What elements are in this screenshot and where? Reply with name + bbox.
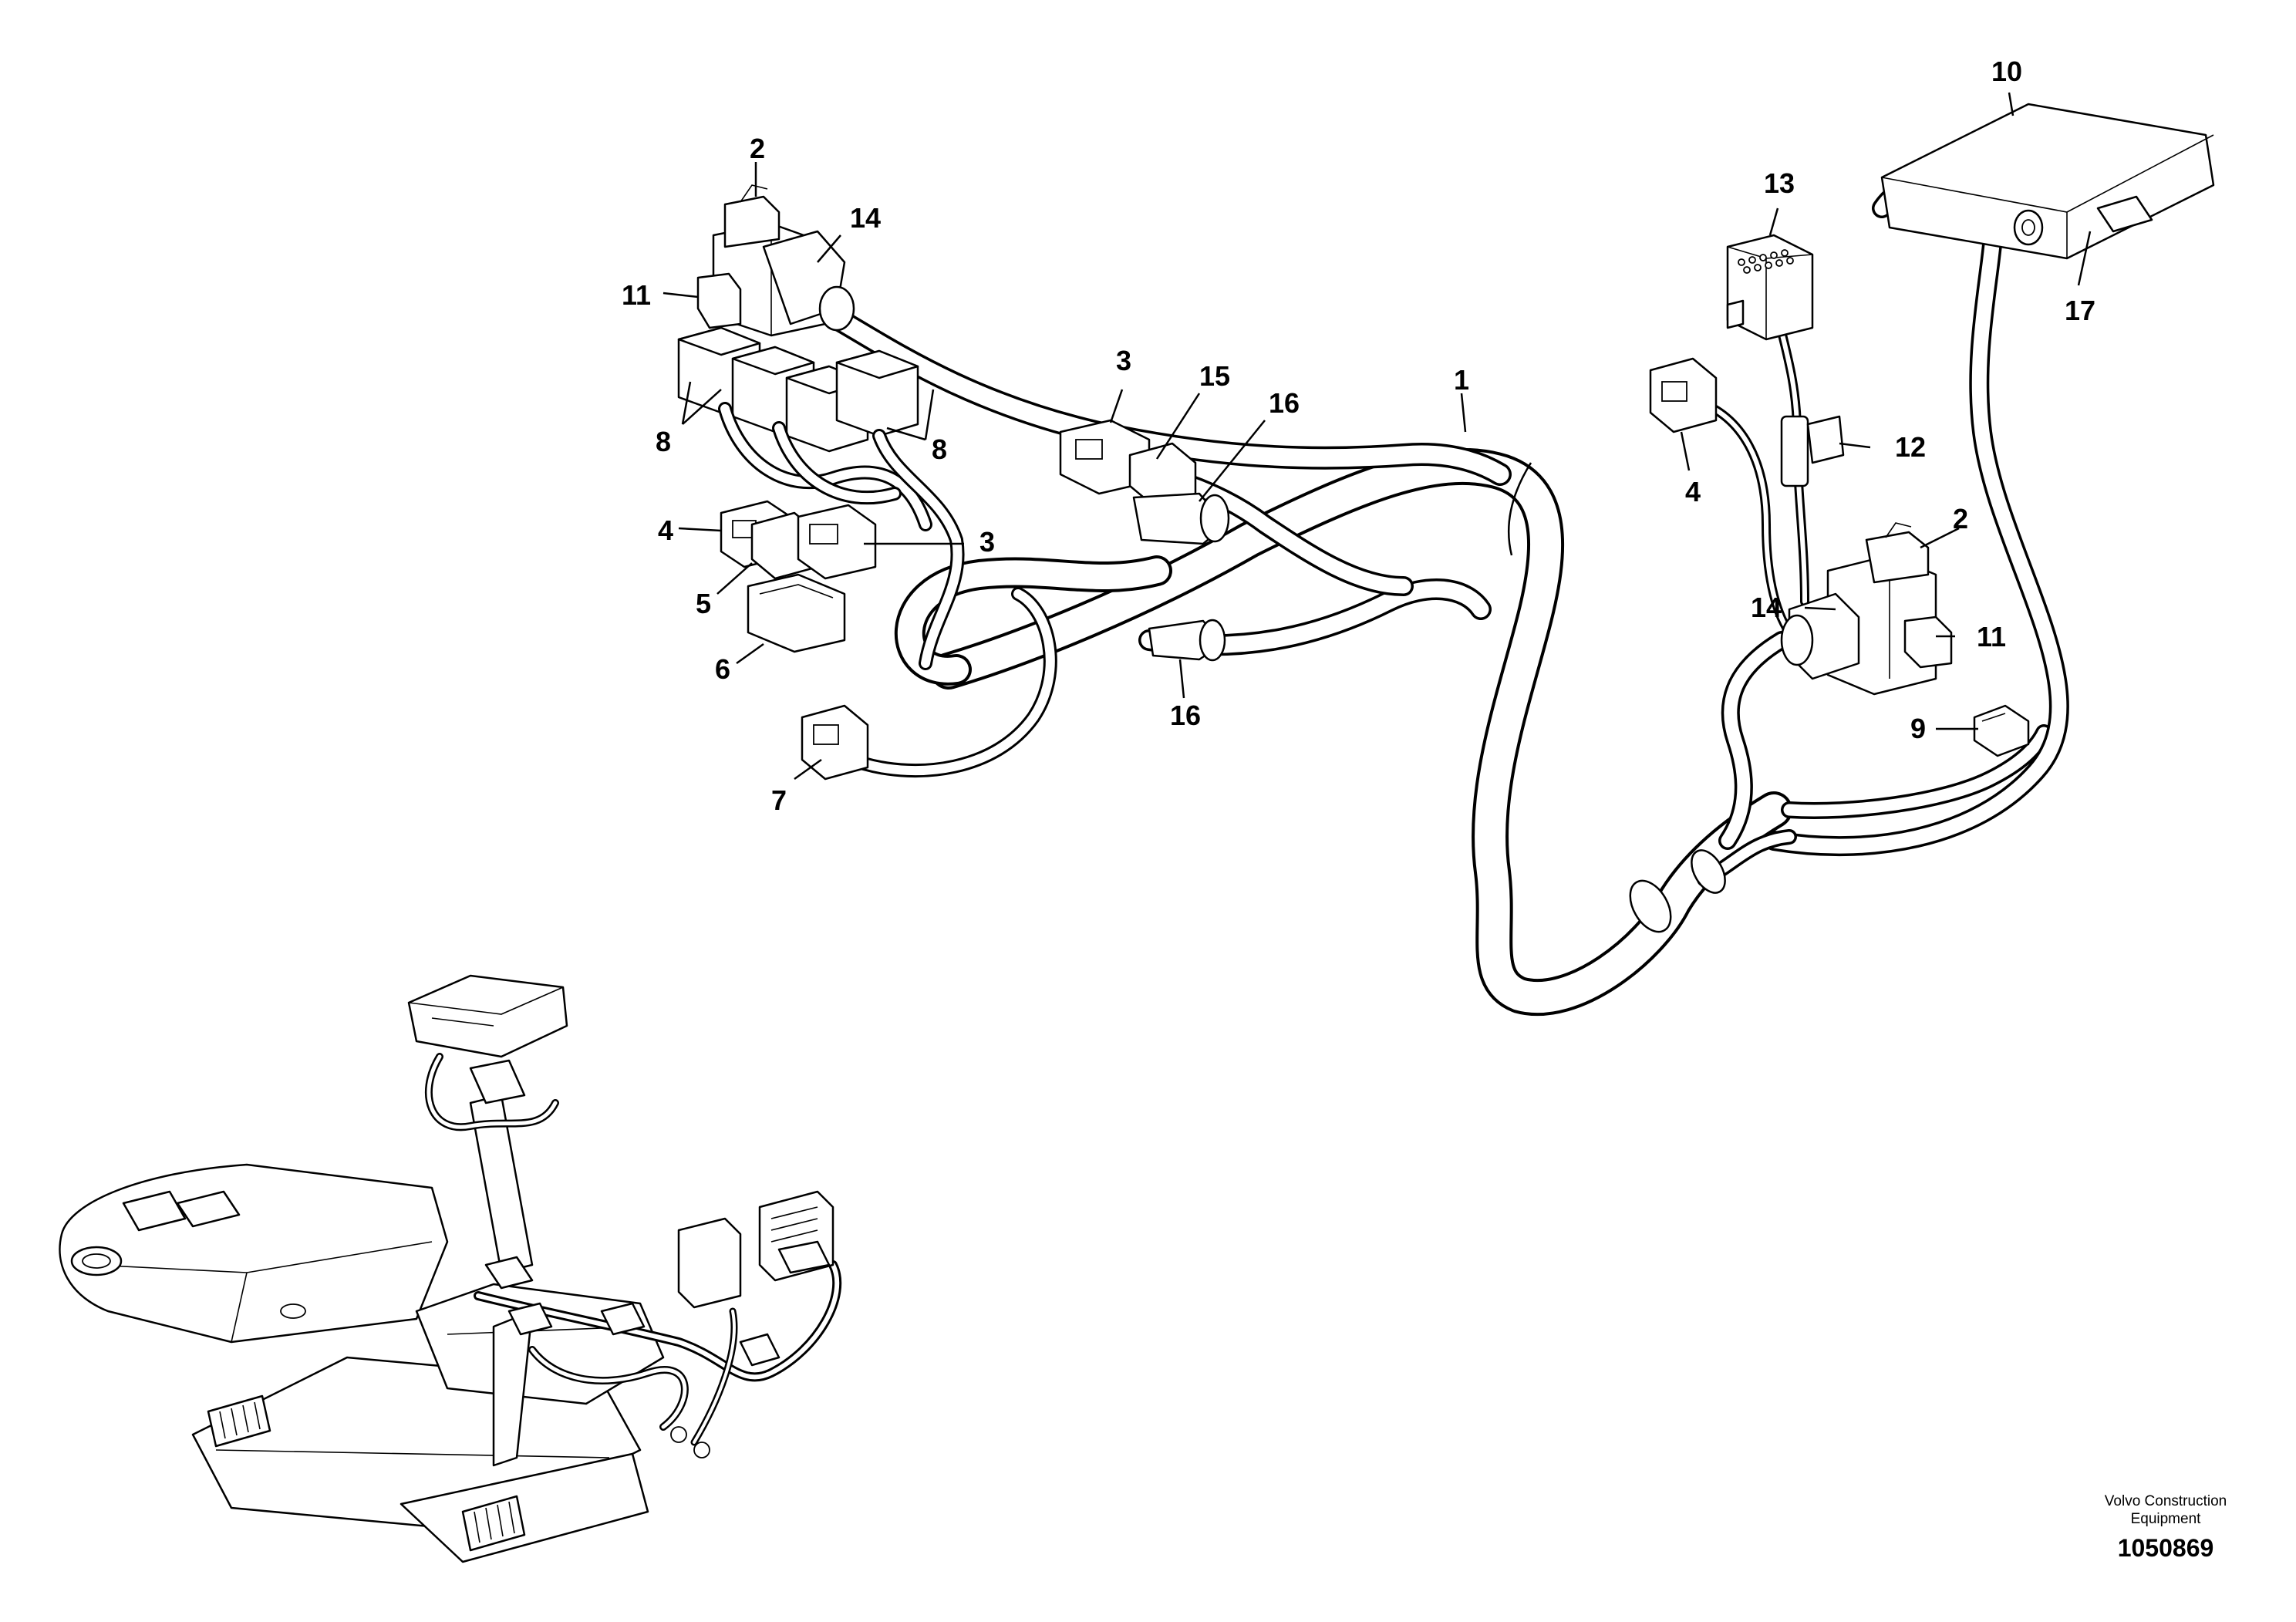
connector-12 (1780, 415, 1845, 487)
callout-1: 1 (1454, 364, 1469, 396)
connector-3-left (797, 504, 877, 580)
vent-left (207, 1394, 271, 1448)
callout-16-upper: 16 (1269, 387, 1300, 419)
callout-14-left: 14 (850, 202, 881, 234)
connector-16-upper (1132, 492, 1230, 545)
connector-6 (747, 573, 846, 653)
clip-2-left (723, 184, 781, 248)
connector-13-pins (1738, 249, 1794, 274)
reference-number: 1050869 (2118, 1534, 2214, 1562)
callout-9: 9 (1910, 713, 1926, 744)
connector-16-lower (1148, 619, 1226, 662)
callout-13: 13 (1764, 167, 1795, 199)
credit-line-2: Equipment (2131, 1511, 2202, 1527)
relay-wires (718, 402, 965, 670)
clip-2-right (1865, 522, 1930, 584)
credit-block: Volvo Construction Equipment 1050869 (2105, 1493, 2227, 1562)
connector-14-right (1780, 554, 1937, 696)
connector-9 (1973, 704, 2030, 757)
machine-overview-illustration (59, 974, 842, 1563)
clip-11-left (696, 272, 742, 329)
callout-14-right: 14 (1751, 592, 1782, 623)
callout-11-left: 11 (622, 279, 651, 311)
connector-4-right (1649, 357, 1718, 433)
callout-labels: 1 2 14 11 8 8 3 15 16 4 3 5 6 16 7 10 13… (622, 56, 2095, 816)
connector-13 (1726, 234, 1814, 341)
callout-4-left: 4 (658, 514, 673, 546)
callout-10: 10 (1991, 56, 2022, 87)
clip-11-right (1903, 615, 1953, 669)
control-unit-10 (1880, 103, 2215, 260)
callout-3-middle: 3 (1116, 345, 1131, 376)
main-harness-cable (821, 169, 2069, 1017)
callout-8-right: 8 (932, 433, 947, 465)
connector-3-middle (1059, 419, 1151, 495)
callout-8-left: 8 (656, 426, 671, 457)
callout-15: 15 (1199, 360, 1230, 392)
harness-sleeves (1629, 849, 1726, 933)
credit-line-1: Volvo Construction (2105, 1493, 2227, 1509)
callout-2-left: 2 (750, 133, 765, 164)
connector-7 (801, 704, 869, 781)
callout-17: 17 (2065, 295, 2095, 326)
callout-12: 12 (1895, 431, 1926, 463)
vent-right (461, 1495, 526, 1552)
callout-7: 7 (771, 784, 787, 816)
leader-lines (663, 92, 2092, 781)
callout-5: 5 (696, 588, 711, 619)
callout-2-right: 2 (1953, 503, 1968, 534)
callout-16-lower: 16 (1170, 700, 1201, 731)
relay-group-8 (677, 326, 919, 453)
callout-6: 6 (715, 653, 730, 685)
callout-3-left: 3 (979, 526, 995, 558)
callout-11-right: 11 (1977, 621, 2006, 653)
callout-4-right: 4 (1685, 476, 1701, 508)
